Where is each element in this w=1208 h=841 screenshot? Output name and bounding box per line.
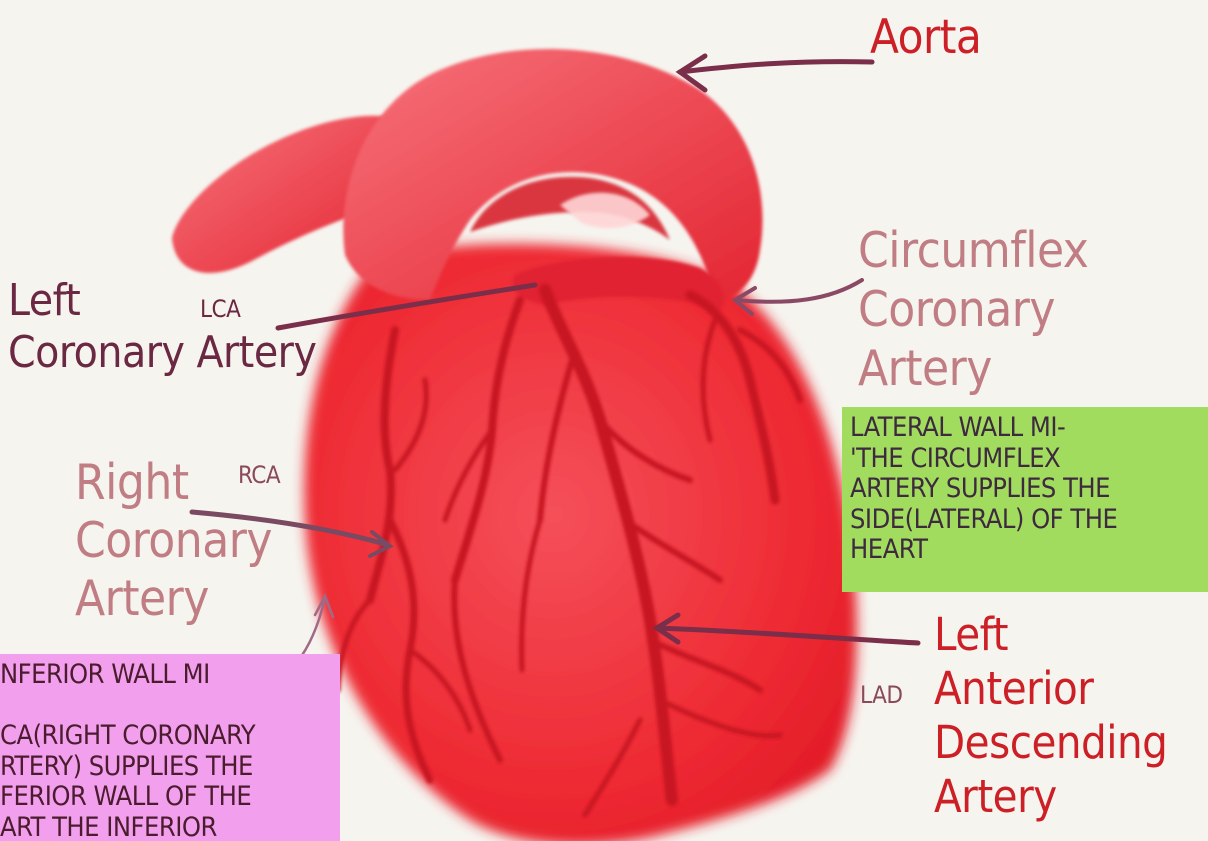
- aorta-arrow: [680, 62, 872, 72]
- lateral-wall-note-text: LATERAL WALL MI- 'THE CIRCUMFLEX ARTERY …: [850, 413, 1117, 566]
- left-coronary-artery-label: Left Coronary Artery: [8, 275, 316, 379]
- lca-abbrev: LCA: [200, 297, 240, 321]
- circumflex-coronary-artery-label: Circumflex Coronary Artery: [858, 222, 1088, 398]
- rca-abbrev: RCA: [238, 463, 280, 487]
- lad-abbrev: LAD: [860, 683, 902, 707]
- aorta-label: Aorta: [870, 14, 981, 61]
- inferior-wall-note: NFERIOR WALL MI CA(RIGHT CORONARY RTERY)…: [0, 654, 340, 841]
- lateral-wall-note: LATERAL WALL MI- 'THE CIRCUMFLEX ARTERY …: [842, 407, 1208, 592]
- left-anterior-descending-label: Left Anterior Descending Artery: [934, 608, 1167, 824]
- inferior-wall-note-text: NFERIOR WALL MI CA(RIGHT CORONARY RTERY)…: [0, 660, 255, 841]
